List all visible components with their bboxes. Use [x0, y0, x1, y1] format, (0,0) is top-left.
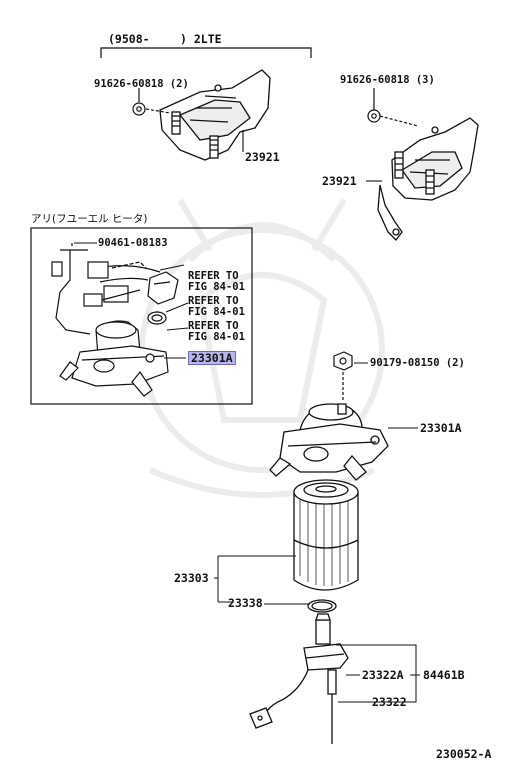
header-bracket: [100, 47, 312, 58]
bracket-right-drawing: [377, 117, 479, 241]
filter-element-drawing: [293, 479, 359, 591]
label-refer-3[interactable]: REFER TO: [188, 320, 239, 332]
label-filter-head[interactable]: 23301A: [420, 421, 462, 435]
inset-frame: [30, 227, 253, 405]
label-inset-part-highlighted[interactable]: 23301A: [188, 351, 236, 365]
nut-left-drawing: [132, 88, 171, 116]
sensor-drawing: [249, 613, 349, 744]
bracket-left-drawing: [159, 69, 271, 161]
label-refer-2[interactable]: REFER TO: [188, 295, 239, 307]
filter-head-drawing: [269, 403, 389, 481]
label-nut-right[interactable]: 91626-60818 (3): [340, 74, 435, 86]
label-sensor[interactable]: 23322: [372, 695, 407, 709]
figure-id: 230052-A: [436, 747, 492, 761]
label-fig-2[interactable]: FIG 84-01: [188, 306, 245, 318]
inset-assembly-drawing: [51, 243, 179, 397]
label-bolt[interactable]: 90179-08150 (2): [370, 357, 465, 369]
nut-right-drawing: [367, 88, 419, 127]
sensor-leaders: [336, 644, 420, 703]
watermark-emblem: [139, 198, 385, 498]
header-title-start: (9508-: [108, 32, 150, 46]
label-bracket-right[interactable]: 23921: [322, 174, 357, 188]
label-sensor-a[interactable]: 23322A: [362, 668, 404, 682]
label-sensor-kit[interactable]: 84461B: [423, 668, 465, 682]
label-filter-element[interactable]: 23303: [174, 571, 209, 585]
label-fig-1[interactable]: FIG 84-01: [188, 281, 245, 293]
label-harness[interactable]: 90461-08183: [98, 237, 168, 249]
header-title-end: ) 2LTE: [180, 32, 222, 46]
filter-leaders: [214, 555, 310, 605]
label-fig-3[interactable]: FIG 84-01: [188, 331, 245, 343]
inset-leaders: [74, 242, 189, 359]
label-refer-1[interactable]: REFER TO: [188, 270, 239, 282]
gasket-drawing: [307, 599, 337, 613]
bolt-drawing: [333, 351, 353, 400]
label-gasket[interactable]: 23338: [228, 596, 263, 610]
label-bracket-left[interactable]: 23921: [245, 150, 280, 164]
label-nut-left[interactable]: 91626-60818 (2): [94, 78, 189, 90]
inset-title: アリ(フユーエル ヒータ): [31, 213, 148, 225]
